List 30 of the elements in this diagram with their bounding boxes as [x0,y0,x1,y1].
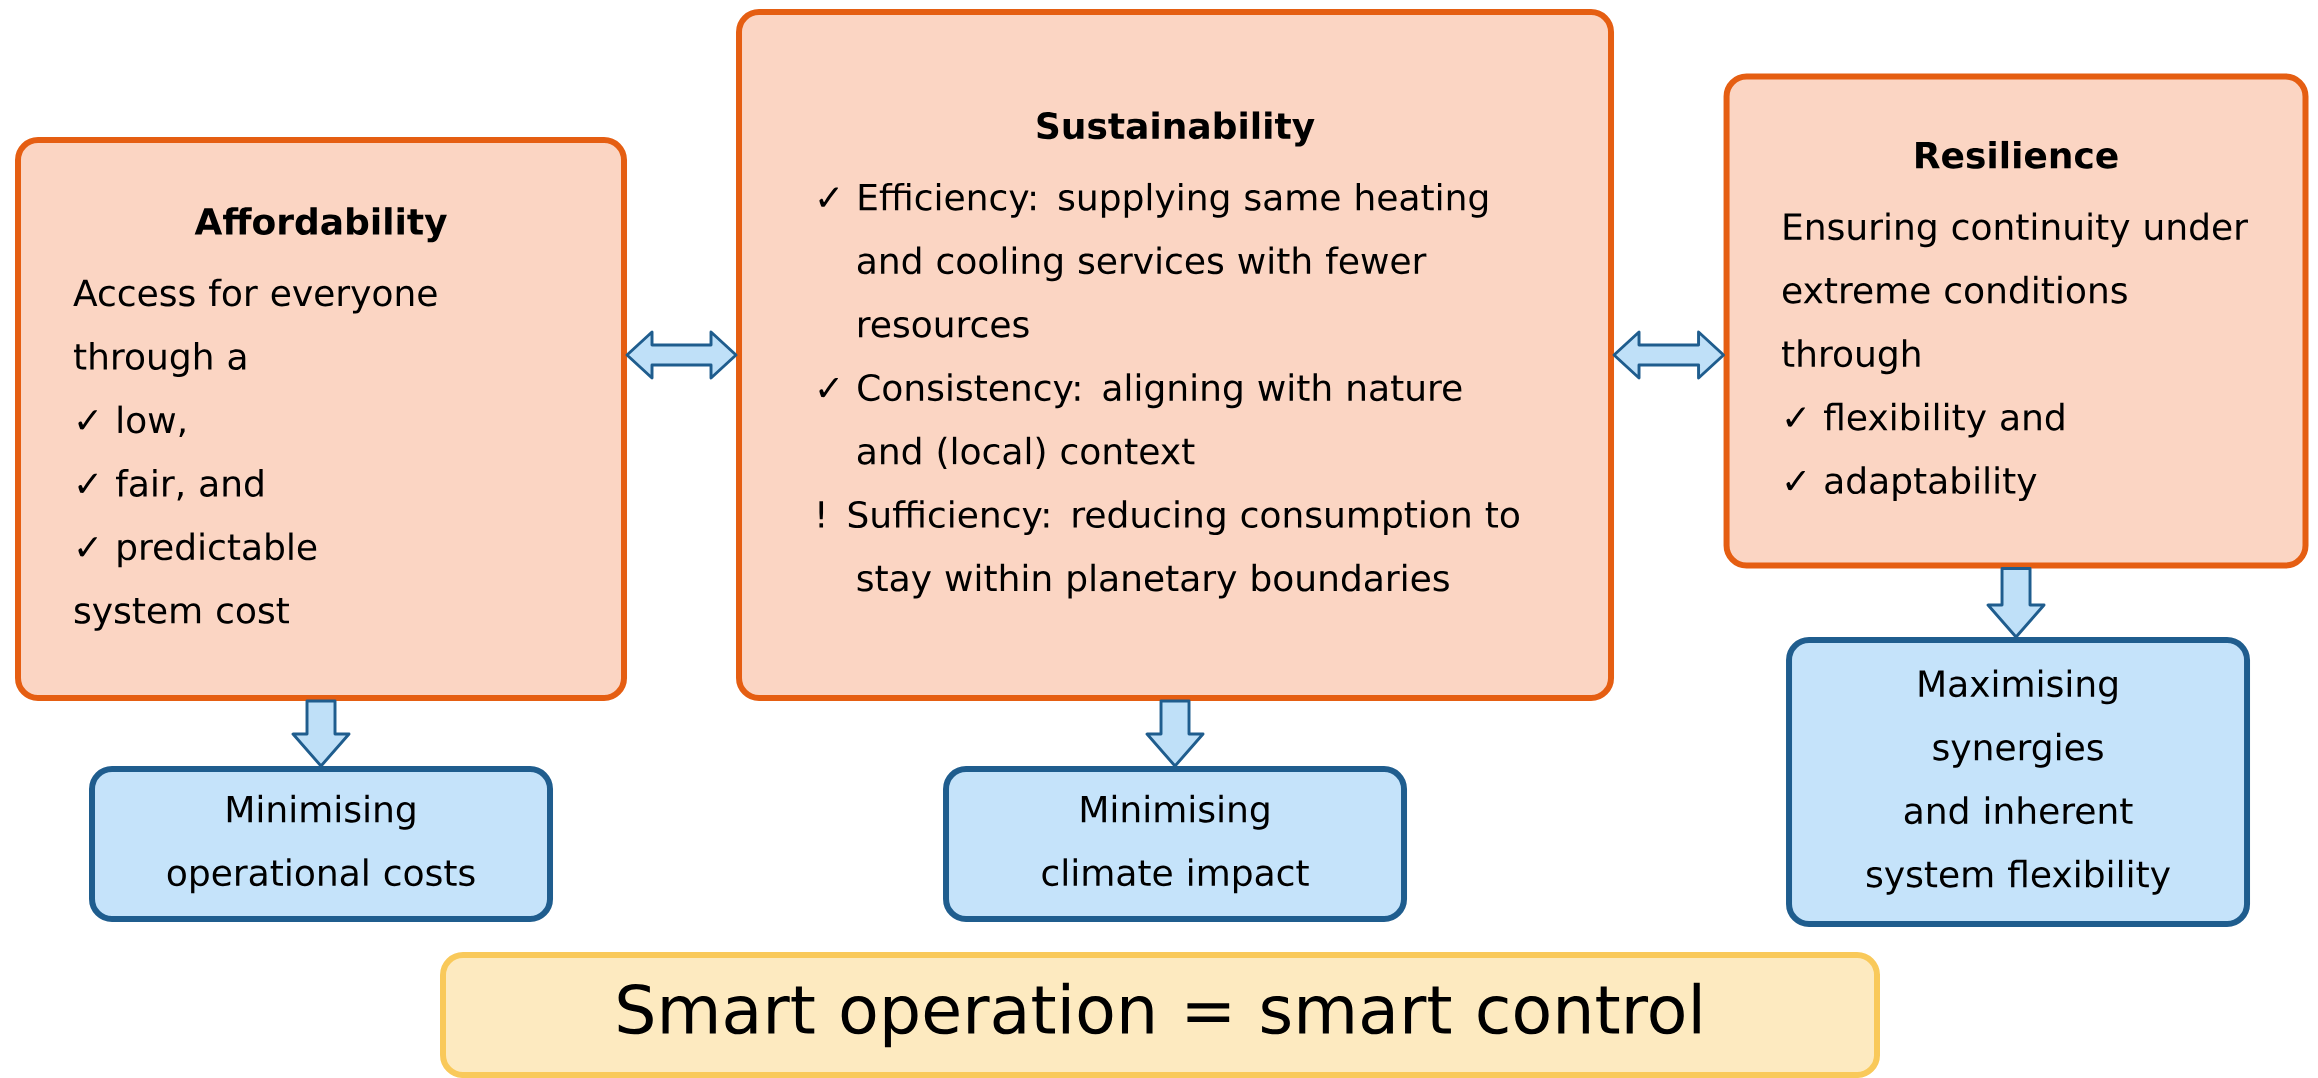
box-text: Ensuring continuity under extreme conditions through [1782,212,2248,375]
block-arrow [1612,330,1726,380]
process-box [1723,73,2309,569]
block-arrow [291,699,351,768]
box-text: system cost [74,598,289,631]
box-text: ✓ adaptability [1786,466,2037,502]
box-text: ✓ flexibility and [1786,402,2064,438]
box-heading: Affordability [194,207,447,243]
outcome-box [89,766,553,922]
box-heading: Sustainability [1037,111,1315,147]
banner-box [440,952,1881,1078]
box-heading: Resilience [1916,140,2118,169]
box-text: ✓ Consistency: aligning with nature and (local) context [819,373,1462,469]
process-box [736,9,1614,701]
box-text: Access for everyone through a [73,278,437,377]
box-text: Smart operation = smart control [618,982,1700,1048]
box-text: Minimising operational costs [167,794,475,894]
block-arrow [625,330,738,380]
box-text: ✓ Efficiency: supplying same heating and cooling services with fewer resources [819,182,1488,338]
outcome-box [943,766,1407,922]
box-text: ✓ low, [78,405,185,438]
block-arrow [1145,699,1205,768]
box-text: ✓ fair, and [78,469,263,501]
box-text: ✓ predictable [78,532,317,568]
outcome-box [1786,637,2251,927]
block-arrow [1986,567,2046,639]
box-text: Minimising climate impact [1042,794,1309,894]
box-text: ! Sufficiency: reducing consumption to stay within planetary boundaries [819,500,1519,599]
box-text: Maximising synergies and inherent system flexibility [1867,669,2170,895]
process-box [15,137,627,701]
